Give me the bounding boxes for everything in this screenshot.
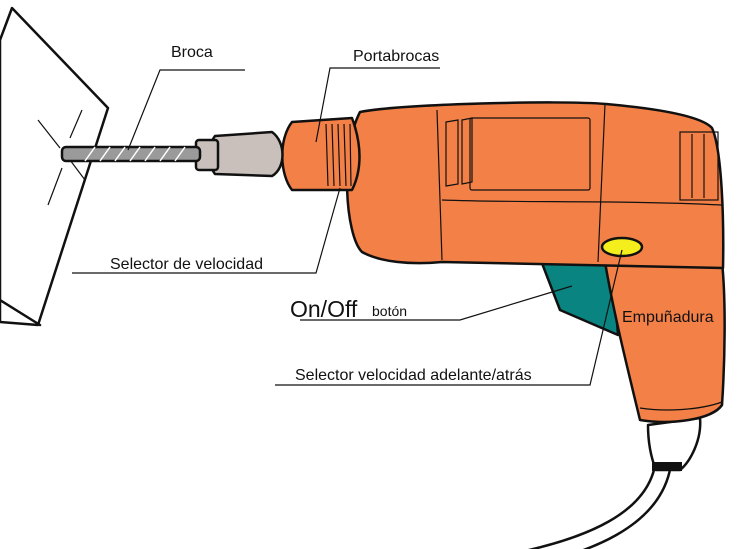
label-boton: botón bbox=[372, 303, 407, 319]
power-cable-fill bbox=[538, 463, 669, 549]
housing-panel-line bbox=[436, 109, 443, 261]
label-on-off: On/Off bbox=[290, 296, 358, 322]
label-selector-velocidad: Selector de velocidad bbox=[110, 256, 263, 273]
leader-selector-velocidad bbox=[72, 187, 341, 274]
direction-switch bbox=[600, 236, 644, 258]
housing-panel-line bbox=[597, 103, 606, 263]
cable-sleeve-band bbox=[652, 462, 682, 471]
leader-adelante-atras bbox=[275, 249, 623, 386]
drill-hole-mark bbox=[69, 109, 83, 139]
label-selector-adelante-atras: Selector velocidad adelante/atrás bbox=[295, 367, 532, 384]
leader-lines bbox=[72, 67, 623, 386]
workpiece bbox=[0, 6, 110, 327]
chuck bbox=[208, 130, 284, 178]
label-broca: Broca bbox=[171, 44, 213, 61]
drill-housing bbox=[345, 101, 725, 270]
label-empunadura: Empuñadura bbox=[622, 309, 714, 326]
drill-hole-mark bbox=[37, 119, 61, 149]
workpiece-face-line bbox=[0, 298, 42, 327]
leader-broca bbox=[127, 69, 245, 151]
label-portabrocas: Portabrocas bbox=[353, 48, 439, 65]
chuck-collar bbox=[281, 116, 361, 192]
drill-bit-flutes bbox=[84, 146, 186, 162]
workpiece-panel bbox=[0, 6, 110, 327]
housing-panel-line bbox=[441, 199, 723, 206]
drill-bit bbox=[60, 145, 202, 163]
housing-label-panel bbox=[469, 117, 591, 191]
speed-selector-ribs bbox=[325, 123, 352, 187]
leader-portabrocas bbox=[315, 67, 440, 143]
drill-hole-mark bbox=[47, 167, 63, 206]
handle-grip bbox=[603, 260, 726, 424]
handle-seam bbox=[639, 401, 723, 411]
leader-on-off bbox=[300, 285, 573, 321]
drill-hole-mark bbox=[69, 159, 86, 181]
vent-slot bbox=[445, 119, 459, 187]
rear-vent bbox=[679, 131, 719, 201]
vent-slot bbox=[461, 117, 473, 185]
